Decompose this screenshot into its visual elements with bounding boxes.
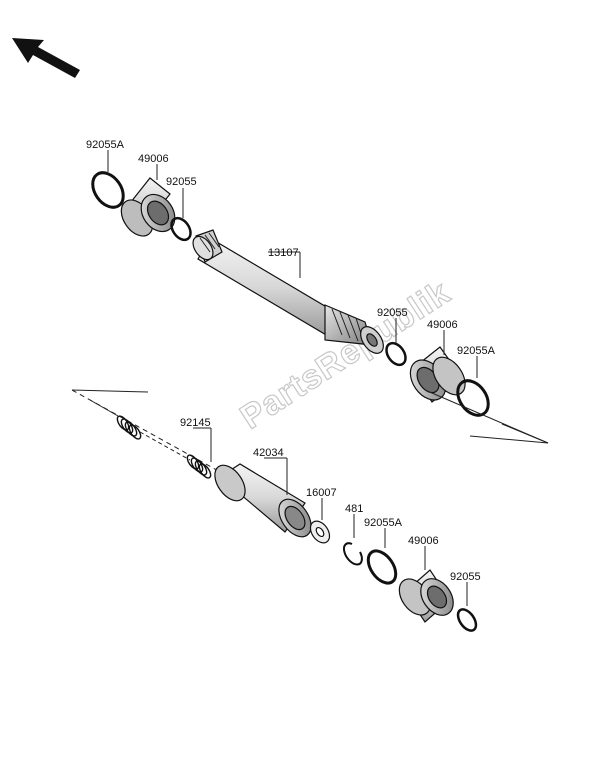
label-top-oring-right: 92055A <box>457 345 496 357</box>
drive-shaft <box>192 229 384 354</box>
top-housing-right <box>409 346 466 403</box>
arrow-up-left-icon <box>12 38 80 78</box>
label-circlip: 481 <box>345 503 363 515</box>
top-housing-left <box>120 177 176 237</box>
label-washer: 16007 <box>306 487 337 499</box>
label-top-housing-left: 49006 <box>138 153 169 165</box>
washer <box>309 520 331 544</box>
label-top-oring-left: 92055A <box>86 139 125 151</box>
top-seal-left <box>170 216 192 242</box>
bottom-housing <box>398 569 454 623</box>
label-top-housing-right: 49006 <box>427 319 458 331</box>
top-oring-left <box>91 171 125 209</box>
label-shaft: 13107 <box>268 247 299 259</box>
label-spring: 92145 <box>180 417 211 429</box>
label-top-seal-right: 92055 <box>377 307 408 319</box>
label-top-seal-left: 92055 <box>166 176 197 188</box>
label-bottom-seal: 92055 <box>450 571 481 583</box>
label-coupling: 42034 <box>253 447 284 459</box>
bottom-seal <box>456 608 478 632</box>
spring <box>116 415 212 479</box>
circlip <box>342 542 363 566</box>
coupling-sleeve <box>214 463 312 538</box>
label-bottom-housing: 49006 <box>408 535 439 547</box>
leader-lines <box>107 150 478 606</box>
top-seal-right <box>385 341 407 367</box>
bottom-oring <box>366 549 398 585</box>
top-oring-right <box>456 379 490 417</box>
label-bottom-oring: 92055A <box>364 517 403 529</box>
